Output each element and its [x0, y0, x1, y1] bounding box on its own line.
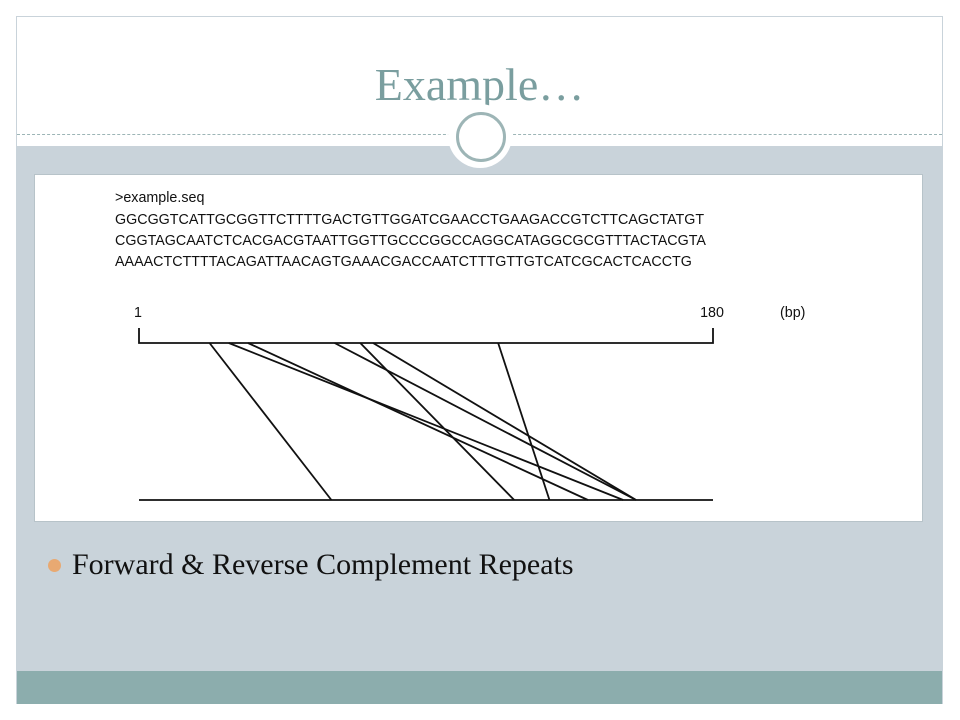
- repeat-connections: [208, 342, 637, 501]
- sequence-line-3: AAAACTCTTTTACAGATTAACAGTGAAACGACCAATCTTT…: [115, 254, 692, 270]
- sequence-header: >example.seq: [115, 190, 204, 206]
- repeat-diagram-canvas: >example.seq GGCGGTCATTGCGGTTCTTTTGACTGT…: [115, 190, 805, 501]
- bullet-item: Forward & Reverse Complement Repeats: [48, 546, 928, 586]
- slide-title: Example…: [374, 59, 585, 110]
- top-sequence-bracket: [138, 328, 714, 344]
- sequence-axes: [138, 328, 714, 501]
- repeat-connection-6: [372, 342, 637, 501]
- repeat-connection-4: [334, 342, 637, 501]
- scale-end-label: 180: [700, 305, 724, 321]
- scale-start-label: 1: [134, 305, 142, 321]
- scale-unit-label: (bp): [780, 305, 805, 321]
- repeat-connection-2: [228, 342, 624, 501]
- sequence-line-1: GGCGGTCATTGCGGTTCTTTTGACTGTTGGATCGAACCTG…: [115, 212, 704, 228]
- repeat-diagram: >example.seq GGCGGTCATTGCGGTTCTTTTGACTGT…: [34, 174, 923, 522]
- bullet-text: Forward & Reverse Complement Repeats: [72, 548, 574, 581]
- sequence-line-2: CGGTAGCAATCTCACGACGTAATTGGTTGCCCGGCCAGGC…: [115, 233, 706, 249]
- circle-ornament-icon: [448, 104, 512, 168]
- repeat-connection-5: [359, 342, 515, 501]
- footer-bar: [17, 671, 942, 704]
- repeat-connection-1: [208, 342, 333, 501]
- bullet-dot-icon: [48, 559, 61, 572]
- ornament-ring: [456, 112, 506, 162]
- repeat-connection-3: [247, 342, 589, 501]
- repeat-connection-7: [497, 342, 551, 501]
